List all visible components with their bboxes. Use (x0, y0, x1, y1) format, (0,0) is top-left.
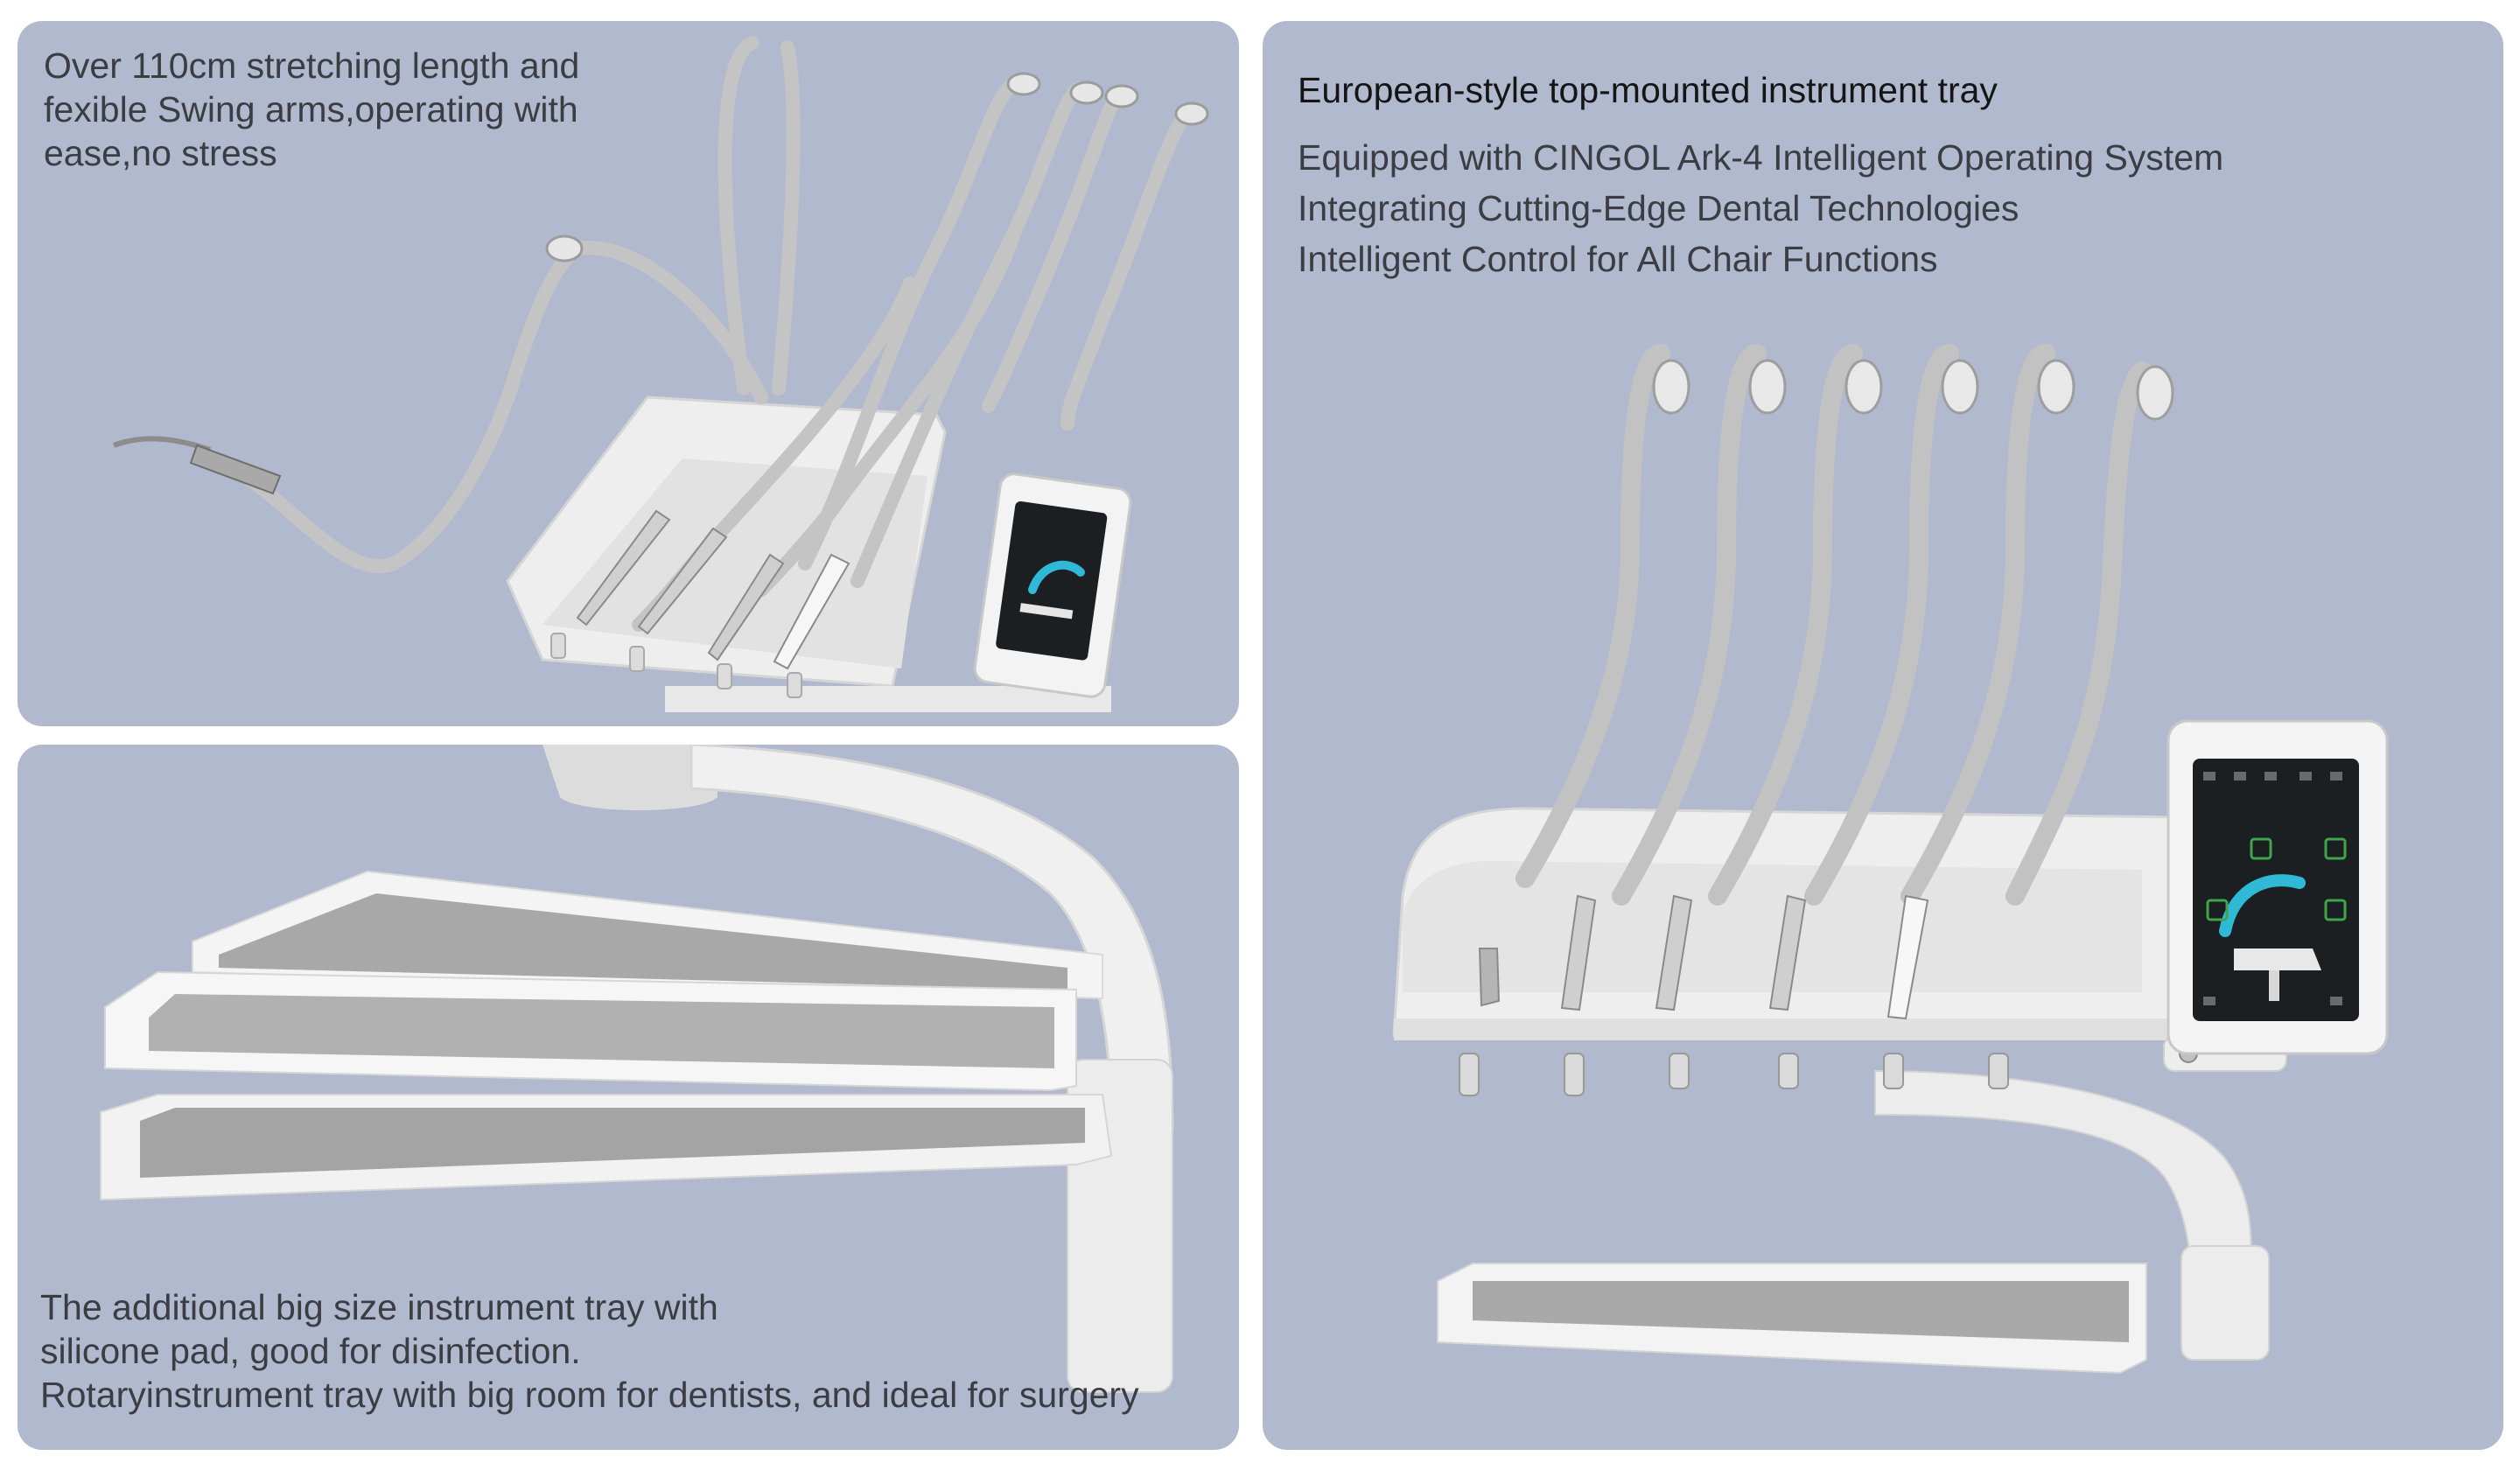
panel-swing-arms: Over 110cm stretching length and fexible… (18, 21, 1239, 726)
text-line: The additional big size instrument tray … (40, 1287, 718, 1327)
text-line: Over 110cm stretching length and (44, 46, 580, 86)
touch-screen-icon (973, 472, 1132, 698)
text-line: Rotaryinstrument tray with big room for … (40, 1375, 1139, 1415)
dental-chair-icon (2219, 874, 2321, 1001)
rotary-instrument-tray-photo (100, 745, 1174, 1393)
text-line: fexible Swing arms,operating with (44, 89, 578, 130)
text-line: ease,no stress (44, 133, 277, 173)
feature-line: Integrating Cutting-Edge Dental Technolo… (1298, 188, 2020, 228)
panel-rotary-trays: The additional big size instrument tray … (18, 745, 1239, 1450)
touch-screen-icon (2163, 719, 2389, 1072)
tray-heading: European-style top-mounted instrument tr… (1298, 70, 1998, 110)
swing-arms-description: Over 110cm stretching length and fexible… (44, 44, 709, 175)
text-line: silicone pad, good for disinfection. (40, 1331, 581, 1371)
tray-features-list: Equipped with CINGOL Ark-4 Intelligent O… (1298, 132, 2223, 284)
instrument-tray-swing-arm-photo (112, 36, 1209, 712)
top-mounted-instrument-tray-photo (1392, 344, 2389, 1375)
feature-line: Equipped with CINGOL Ark-4 Intelligent O… (1298, 137, 2224, 178)
panel-top-mounted-tray: European-style top-mounted instrument tr… (1263, 21, 2503, 1450)
rotary-tray-description: The additional big size instrument tray … (40, 1285, 1213, 1417)
feature-line: Intelligent Control for All Chair Functi… (1298, 239, 1938, 279)
